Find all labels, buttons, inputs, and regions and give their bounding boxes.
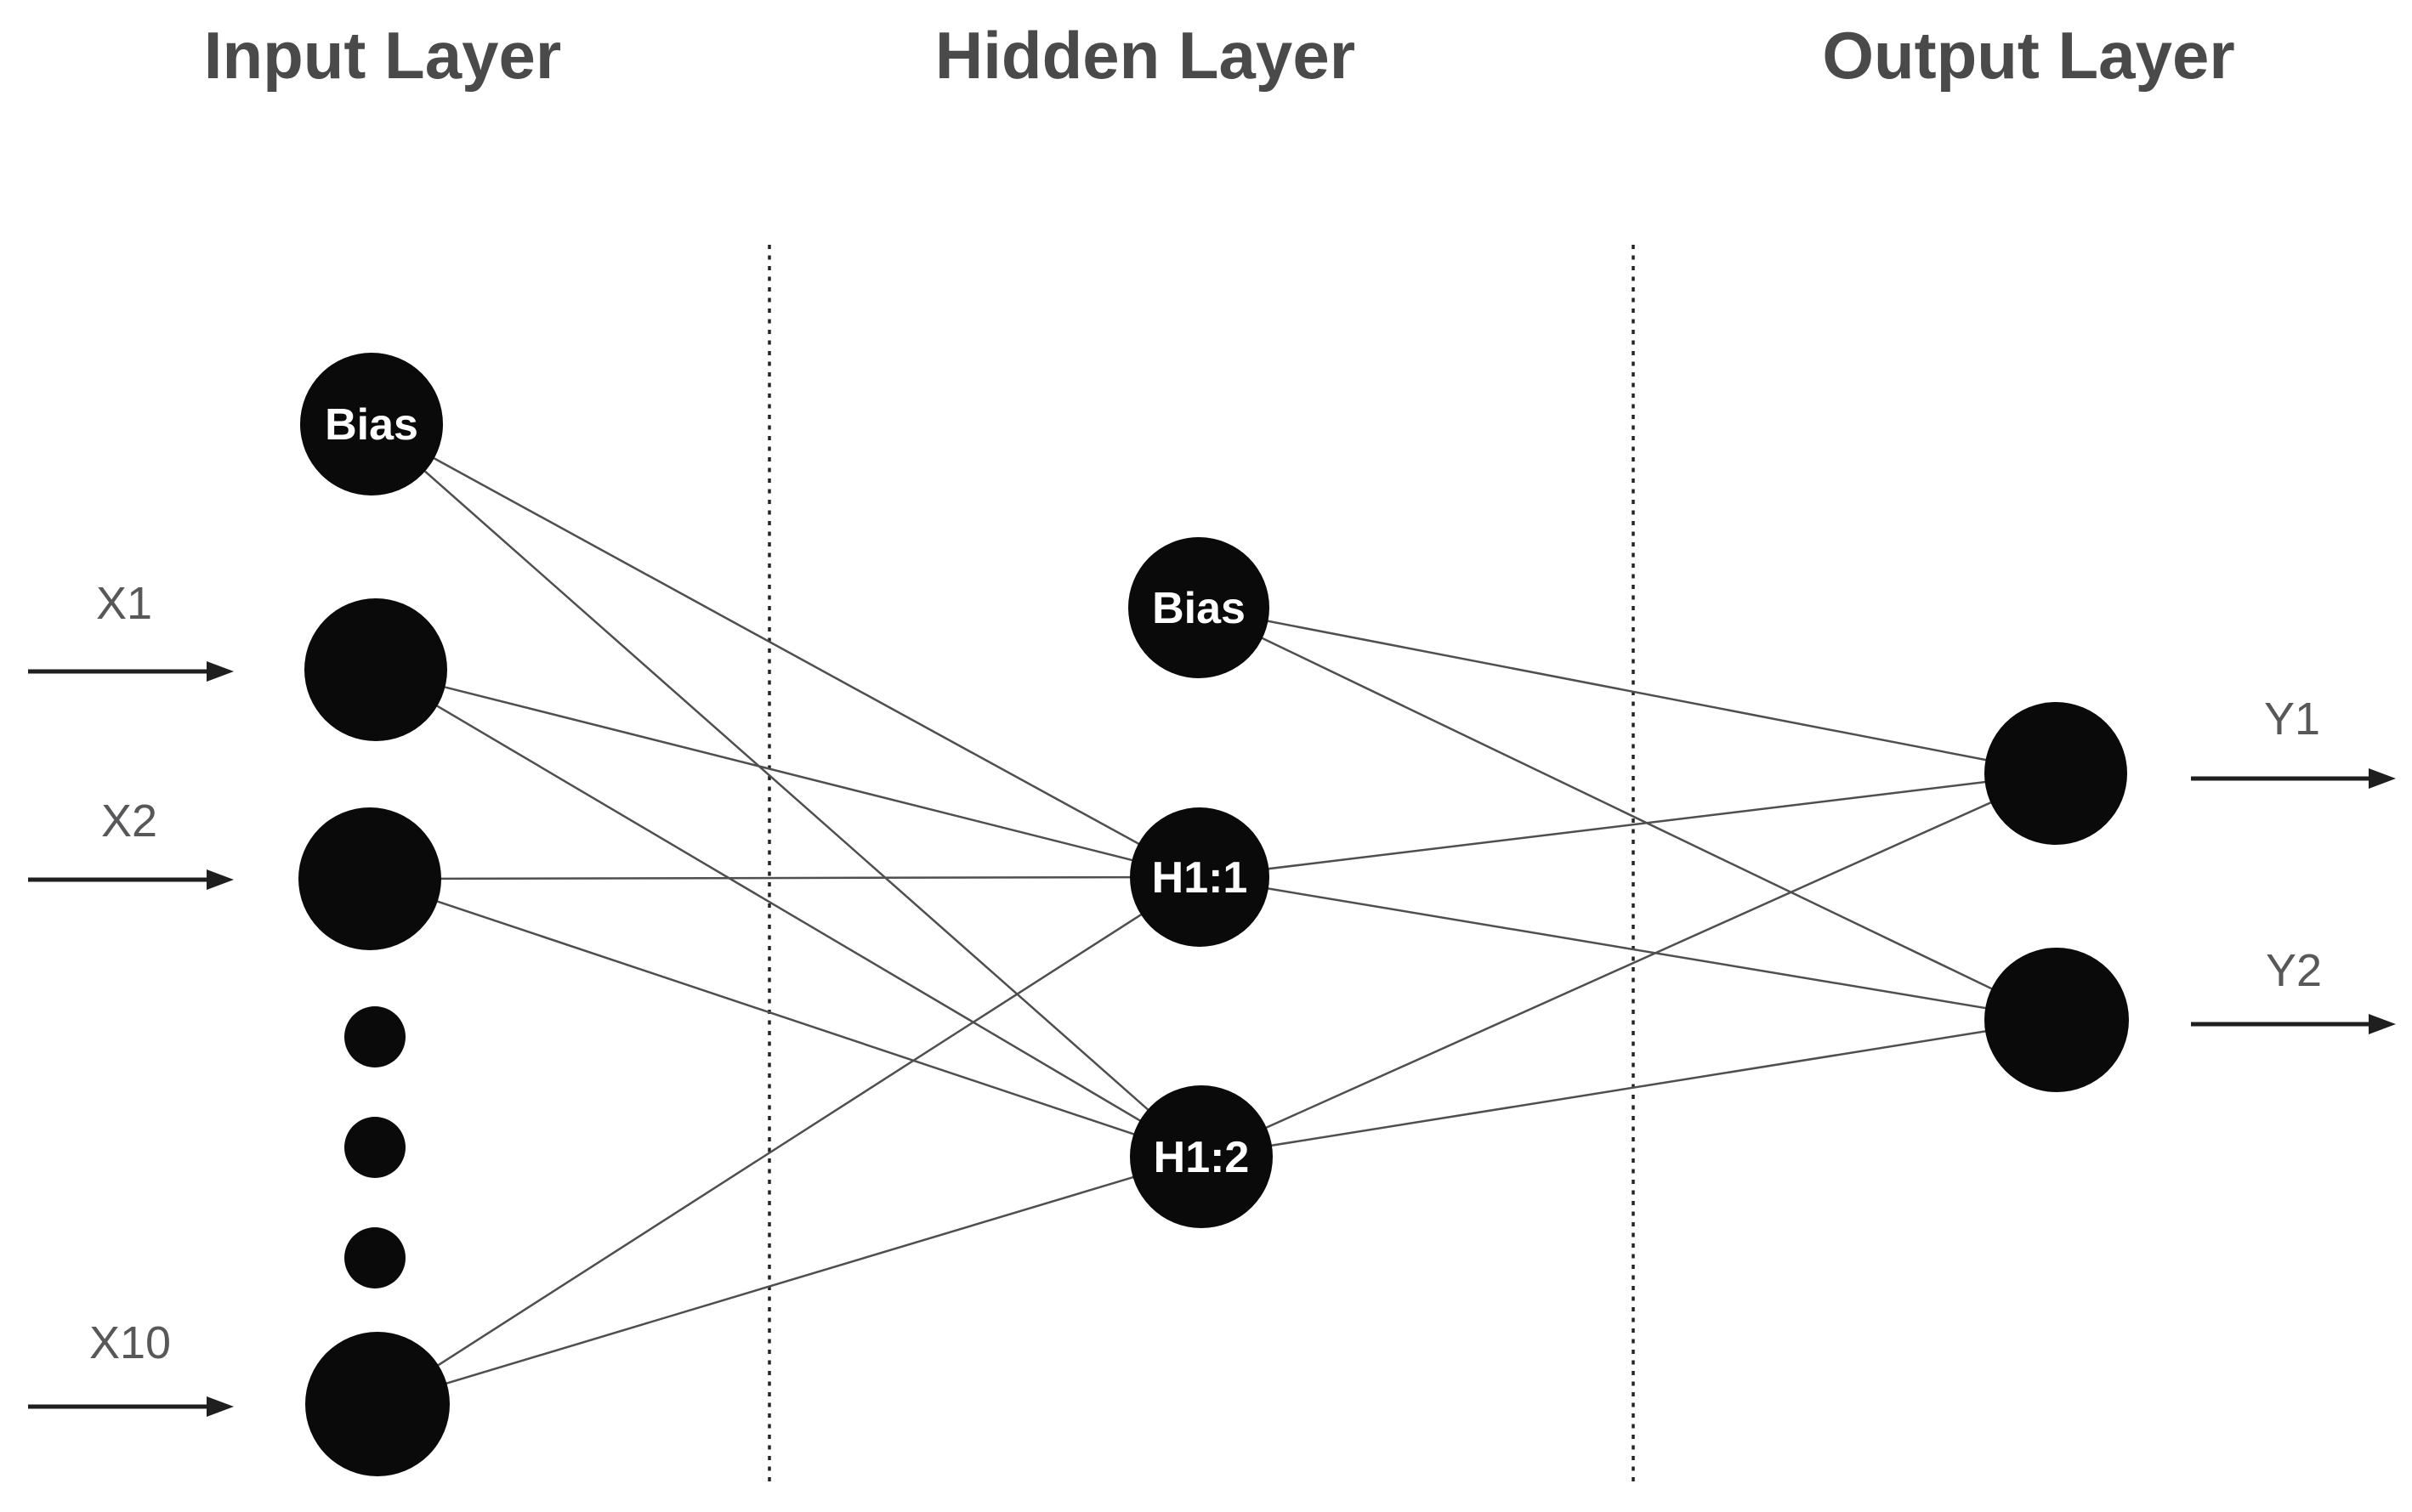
output-node-y2: [1984, 948, 2129, 1092]
hidden-bias-node: [1128, 537, 1269, 678]
edge-x2-to-h1-2: [369, 877, 1202, 1158]
hidden-node-h1-1: [1130, 807, 1269, 947]
input-layer-title: Input Layer: [204, 18, 561, 93]
input-bias-node-label: Bias: [325, 400, 418, 450]
hidden-bias-node-label: Bias: [1152, 584, 1246, 633]
input-io-group: X1 X2 X10: [28, 578, 234, 1417]
input-label-x10: X10: [89, 1317, 171, 1368]
edge-x1-to-h1-2: [375, 668, 1202, 1158]
edges-input-to-hidden: [369, 422, 1202, 1406]
hidden-layer-title: Hidden Layer: [935, 18, 1355, 93]
edge-input-bias-to-h1-1: [371, 422, 1200, 879]
edge-input-bias-to-h1-2: [371, 423, 1202, 1158]
ellipsis-dot-2: [344, 1117, 406, 1178]
edges-hidden-to-output: [1198, 606, 2057, 1158]
input-node-x2: [298, 807, 441, 950]
input-label-x1: X1: [96, 578, 152, 629]
edge-hidden-bias-to-y2: [1198, 606, 2057, 1022]
edge-h1-1-to-y1: [1199, 772, 2057, 879]
output-layer-title: Output Layer: [1822, 18, 2234, 93]
ellipsis-dot-1: [344, 1006, 406, 1067]
edge-h1-1-to-y2: [1199, 875, 2057, 1022]
output-io-group: Y1 Y2: [2191, 694, 2396, 1034]
hidden-node-h1-1-label: H1:1: [1152, 853, 1248, 903]
hidden-node-h1-2: [1130, 1085, 1273, 1228]
input-node-x10: [305, 1332, 450, 1476]
edge-h1-2-to-y2: [1200, 1018, 2057, 1158]
edge-hidden-bias-to-y1: [1198, 606, 2057, 775]
edge-h1-2-to-y1: [1200, 772, 2057, 1158]
input-node-x1: [304, 598, 447, 741]
ellipsis-dot-3: [344, 1227, 406, 1288]
edge-x1-to-h1-1: [375, 668, 1200, 879]
hidden-layer-nodes: Bias H1:1 H1:2: [1128, 537, 1273, 1228]
input-label-x2: X2: [101, 796, 157, 847]
input-layer-nodes: Bias: [298, 353, 450, 1476]
edge-x10-to-h1-2: [377, 1155, 1202, 1406]
hidden-node-h1-2-label: H1:2: [1154, 1133, 1250, 1182]
edge-x2-to-h1-1: [369, 875, 1200, 881]
input-bias-node: [300, 353, 443, 496]
output-label-y1: Y1: [2264, 694, 2320, 745]
output-node-y1: [1984, 702, 2127, 845]
output-label-y2: Y2: [2266, 945, 2322, 996]
edge-x10-to-h1-1: [377, 875, 1200, 1406]
output-layer-nodes: [1984, 702, 2129, 1092]
